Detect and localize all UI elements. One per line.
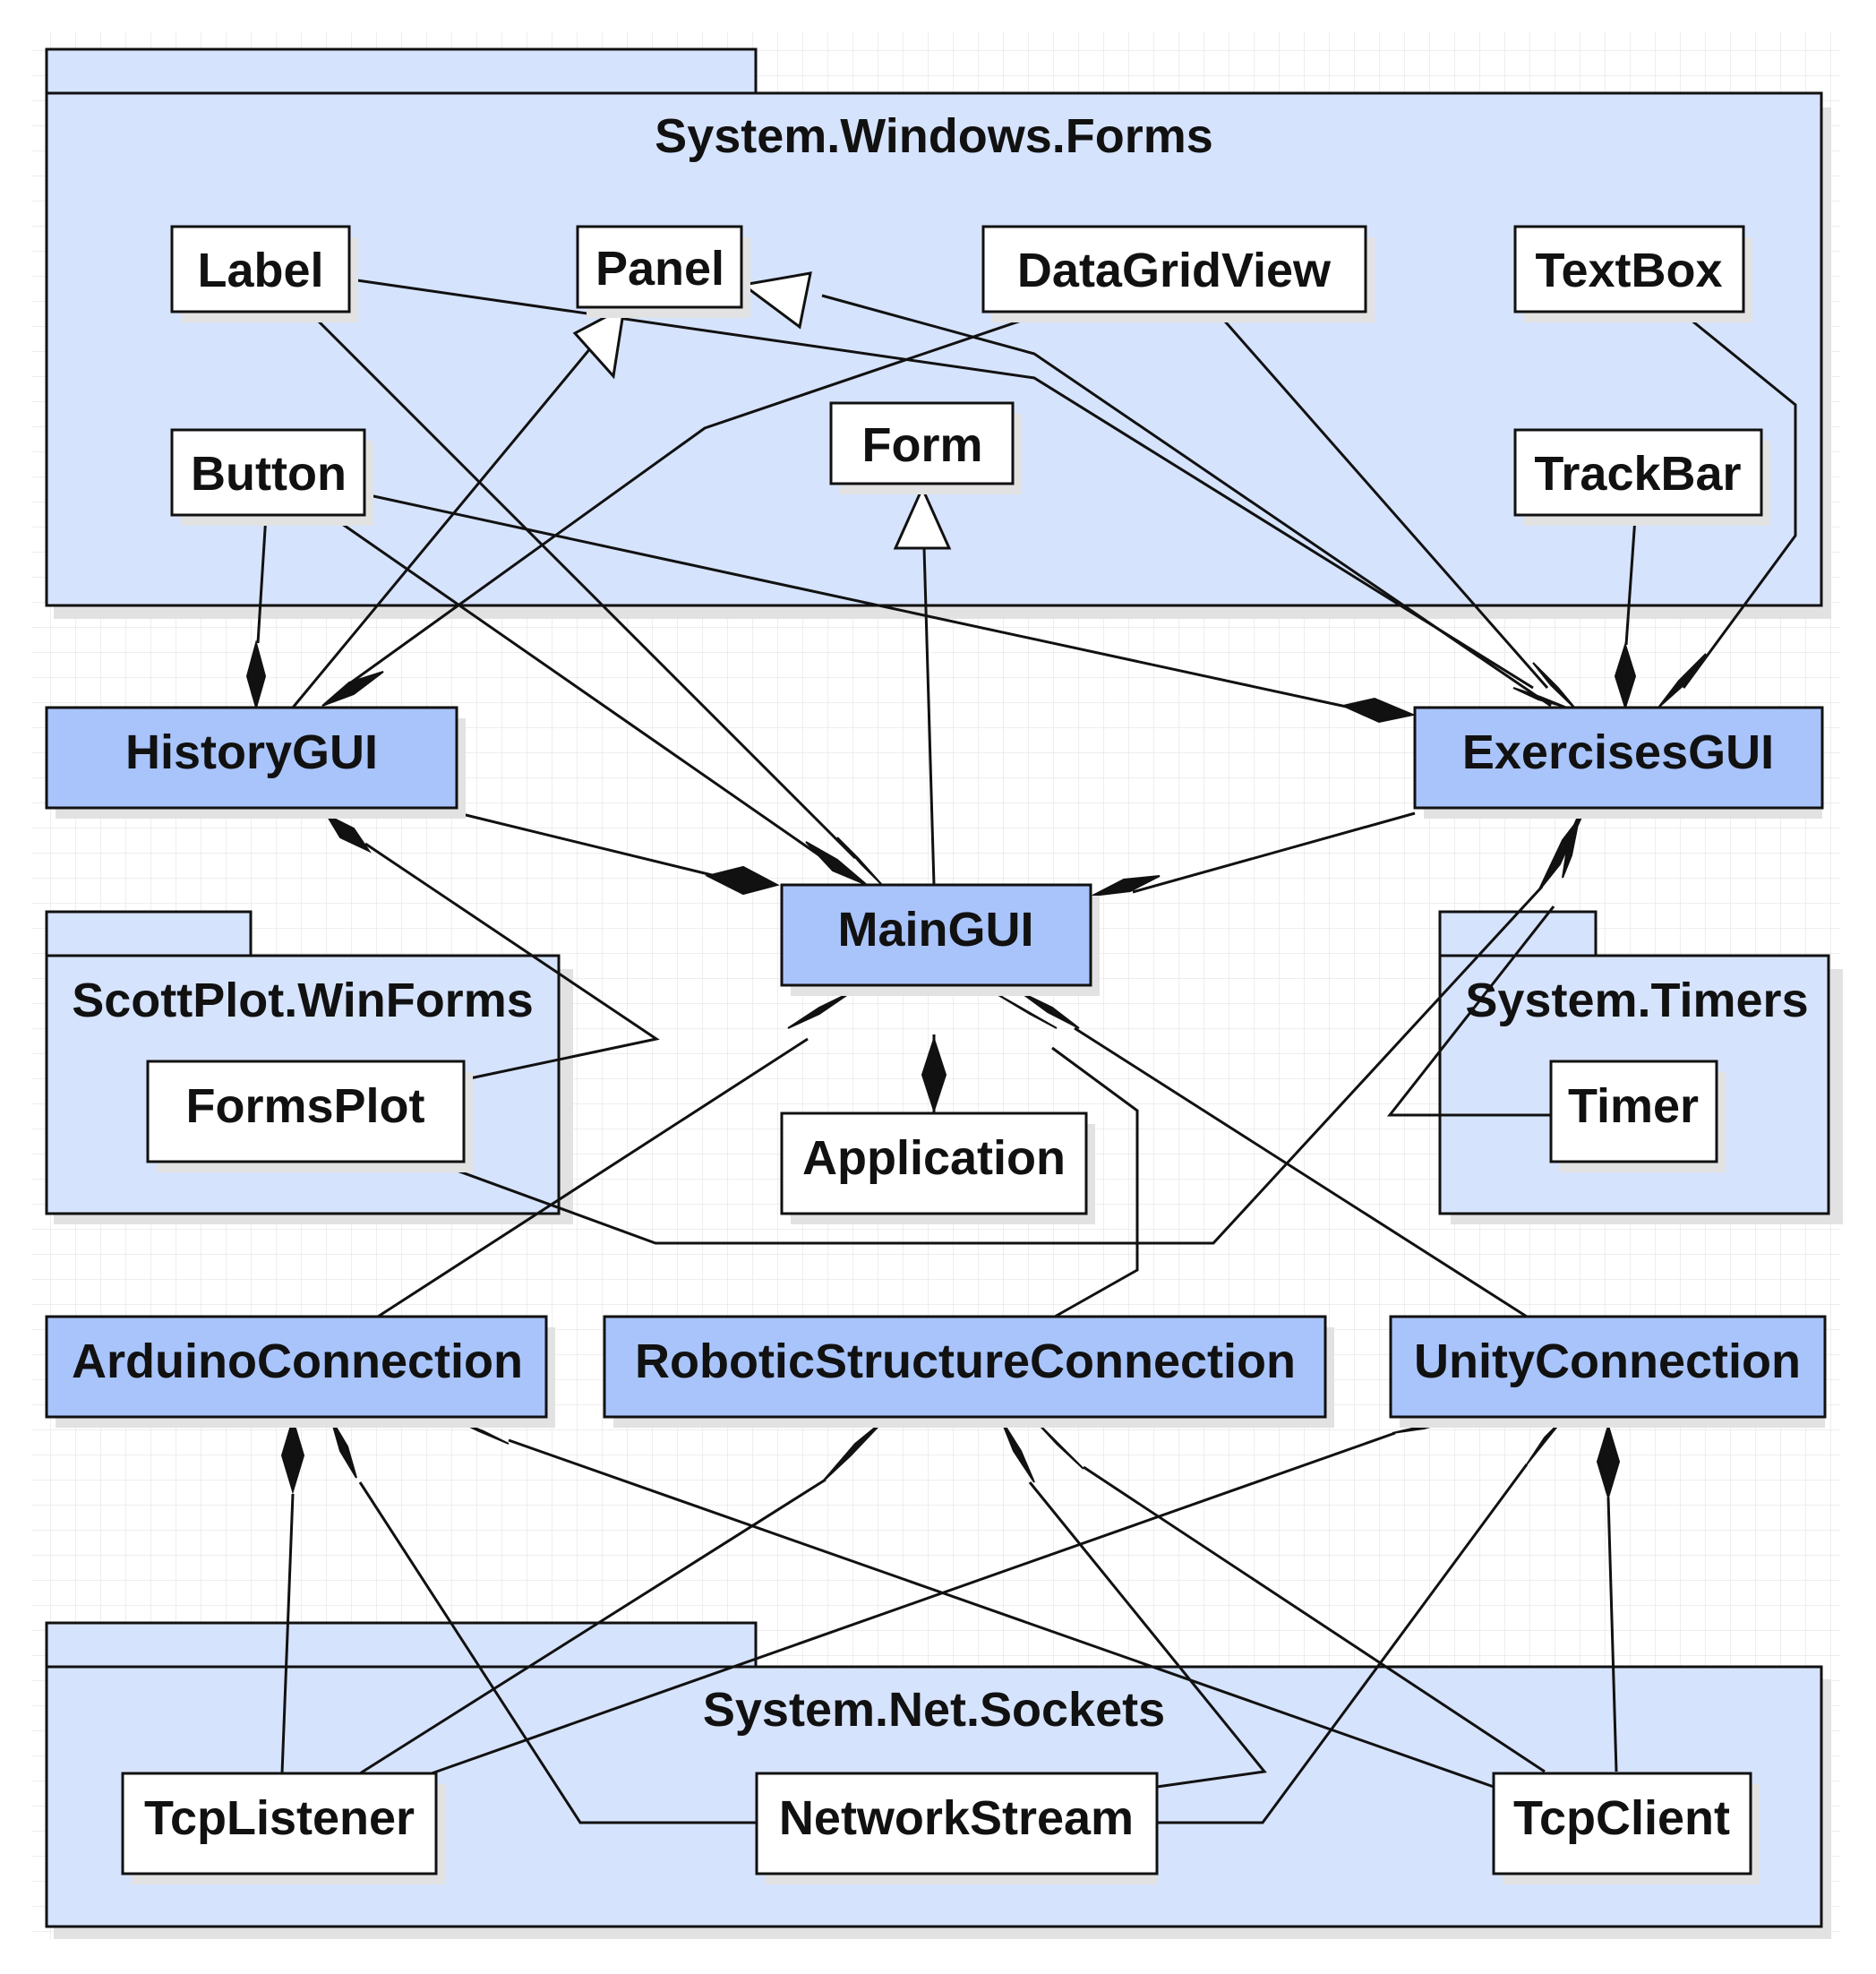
class-button[interactable]: Button bbox=[170, 428, 373, 526]
composition-diamond bbox=[324, 812, 372, 854]
class-panel[interactable]: Panel bbox=[576, 225, 750, 318]
generalization-arrowhead bbox=[740, 271, 812, 330]
relation-maingui-form bbox=[922, 547, 936, 886]
relation-historygui-maingui bbox=[458, 811, 753, 887]
class-formsplot-name: FormsPlot bbox=[185, 1079, 424, 1133]
class-maingui[interactable]: MainGUI bbox=[780, 883, 1100, 996]
generalization-arrowhead bbox=[572, 305, 626, 380]
class-textbox[interactable]: TextBox bbox=[1513, 225, 1752, 322]
class-tcplistener[interactable]: TcpListener bbox=[121, 1772, 445, 1884]
class-button-name: Button bbox=[191, 447, 347, 501]
generalization-arrowhead bbox=[893, 485, 952, 550]
relation-historygui-panel bbox=[291, 347, 593, 708]
class-networkstream[interactable]: NetworkStream bbox=[755, 1772, 1159, 1884]
class-trackbar[interactable]: TrackBar bbox=[1513, 428, 1770, 526]
composition-diamond bbox=[1614, 641, 1637, 711]
class-maingui-name: MainGUI bbox=[837, 903, 1033, 957]
class-datagridview[interactable]: DataGridView bbox=[981, 225, 1375, 322]
class-arduinoconnection-name: ArduinoConnection bbox=[72, 1335, 523, 1388]
class-label-name: Label bbox=[197, 244, 323, 297]
relation-tcpclient-unity bbox=[1606, 1497, 1618, 1772]
relation-arduino-maingui bbox=[377, 1037, 809, 1318]
composition-diamond bbox=[245, 639, 267, 711]
composition-diamond bbox=[1092, 875, 1161, 897]
relation-formsplot-exercisesgui bbox=[451, 885, 1544, 1245]
class-unityconnection[interactable]: UnityConnection bbox=[1389, 1315, 1827, 1428]
generalization-arrowheads bbox=[572, 271, 952, 550]
relation-lines bbox=[256, 278, 1797, 1824]
class-timer[interactable]: Timer bbox=[1549, 1060, 1726, 1172]
class-historygui-name: HistoryGUI bbox=[125, 725, 378, 779]
composition-diamond bbox=[1020, 991, 1080, 1029]
relation-trackbar-exercisesgui bbox=[1624, 517, 1637, 646]
class-historygui[interactable]: HistoryGUI bbox=[45, 706, 466, 819]
class-unityconnection-name: UnityConnection bbox=[1414, 1335, 1801, 1388]
relation-datagridview-exercisesgui bbox=[1218, 314, 1549, 689]
class-timer-name: Timer bbox=[1568, 1079, 1699, 1133]
class-roboticstructureconnection-name: RoboticStructureConnection bbox=[635, 1335, 1296, 1388]
relation-button-exercisesgui bbox=[364, 493, 1351, 709]
class-tcplistener-name: TcpListener bbox=[144, 1791, 415, 1845]
class-arduinoconnection[interactable]: ArduinoConnection bbox=[45, 1315, 555, 1428]
composition-diamond bbox=[1340, 697, 1417, 724]
composition-diamond bbox=[921, 1035, 947, 1114]
class-exercisesgui[interactable]: ExercisesGUI bbox=[1413, 706, 1824, 819]
relation-tcplistener-arduino bbox=[280, 1493, 295, 1774]
relation-unity-maingui bbox=[1074, 1026, 1528, 1318]
relation-label-maingui bbox=[307, 310, 857, 860]
relation-datagridview-historygui bbox=[350, 313, 1038, 684]
composition-diamond bbox=[993, 991, 1058, 1029]
class-textbox-name: TextBox bbox=[1535, 244, 1722, 297]
relation-label-exercisesgui bbox=[350, 278, 1534, 690]
relation-button-maingui bbox=[332, 516, 829, 863]
class-panel-name: Panel bbox=[595, 242, 724, 296]
class-application-name: Application bbox=[802, 1131, 1066, 1185]
composition-diamond bbox=[321, 671, 384, 707]
composition-diamond bbox=[1658, 653, 1707, 708]
relation-tcpclient-robotic bbox=[1083, 1465, 1546, 1773]
relation-exercisesgui-panel bbox=[821, 294, 1552, 708]
class-datagridview-name: DataGridView bbox=[1017, 244, 1332, 297]
relation-formsplot-historygui bbox=[364, 842, 660, 1081]
relation-networkstream-arduino bbox=[358, 1481, 757, 1824]
relation-textbox-exercisesgui bbox=[1682, 313, 1797, 689]
relation-exercisesgui-maingui bbox=[1132, 811, 1416, 894]
class-form[interactable]: Form bbox=[829, 401, 1022, 494]
composition-diamond bbox=[705, 865, 780, 896]
class-exercisesgui-name: ExercisesGUI bbox=[1462, 725, 1774, 779]
class-tcpclient[interactable]: TcpClient bbox=[1492, 1772, 1760, 1884]
relation-timer-exercisesgui bbox=[1386, 905, 1555, 1117]
relation-tcplistener-robotic bbox=[359, 1478, 827, 1775]
class-label[interactable]: Label bbox=[170, 225, 358, 322]
relation-button-historygui bbox=[256, 514, 268, 644]
class-form-name: Form bbox=[862, 418, 983, 472]
package-title: ScottPlot.WinForms bbox=[72, 974, 534, 1027]
class-tcpclient-name: TcpClient bbox=[1513, 1791, 1730, 1845]
relation-robotic-maingui bbox=[1051, 1046, 1139, 1318]
package-title: System.Net.Sockets bbox=[703, 1683, 1165, 1737]
class-formsplot[interactable]: FormsPlot bbox=[146, 1060, 473, 1172]
class-application[interactable]: Application bbox=[780, 1111, 1095, 1224]
relation-tcplistener-unity bbox=[431, 1431, 1396, 1775]
relation-tcpclient-arduino bbox=[508, 1438, 1495, 1789]
relation-networkstream-unity bbox=[1157, 1463, 1529, 1824]
package-title: System.Windows.Forms bbox=[655, 109, 1213, 163]
package-title: System.Timers bbox=[1465, 974, 1808, 1027]
class-roboticstructureconnection[interactable]: RoboticStructureConnection bbox=[603, 1315, 1334, 1428]
class-trackbar-name: TrackBar bbox=[1534, 447, 1741, 501]
relation-networkstream-robotic bbox=[1028, 1481, 1267, 1789]
class-networkstream-name: NetworkStream bbox=[779, 1791, 1134, 1845]
